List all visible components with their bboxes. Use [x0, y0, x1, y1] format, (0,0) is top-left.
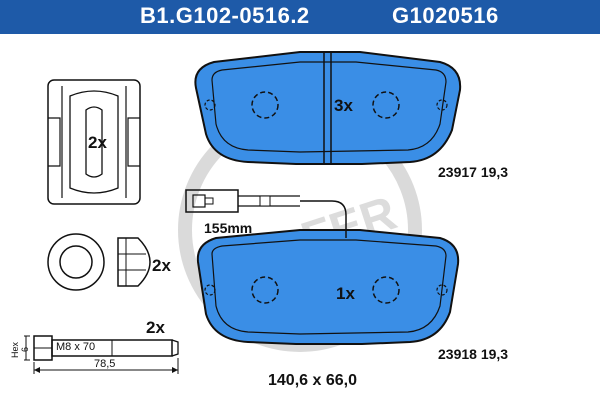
lower-pad-quantity: 1x — [336, 284, 355, 303]
guide-bolt — [24, 335, 179, 374]
upper-pad-spec: 23917 19,3 — [438, 164, 509, 180]
anti-rattle-clip — [47, 79, 141, 205]
pad-dimensions: 140,6 x 66,0 — [268, 372, 357, 389]
bolt-quantity: 2x — [146, 318, 165, 337]
header-bar — [0, 0, 600, 34]
reference-number: G1020516 — [392, 3, 499, 28]
part-number: B1.G102-0516.2 — [140, 3, 310, 28]
clip-quantity: 2x — [88, 133, 107, 152]
bushing-quantity: 2x — [152, 256, 171, 275]
wear-sensor — [185, 189, 347, 238]
upper-pad-quantity: 3x — [334, 96, 353, 115]
lower-pad-spec: 23918 19,3 — [438, 346, 509, 362]
bushing — [47, 233, 151, 291]
hex-size: 6 — [20, 346, 30, 352]
lower-brake-pad — [196, 229, 460, 345]
bolt-thread: M8 x 70 — [56, 341, 96, 353]
sensor-cable-length: 155mm — [204, 220, 253, 236]
hex-label: Hex — [10, 341, 20, 358]
upper-brake-pad — [194, 51, 462, 165]
bolt-length: 78,5 — [94, 358, 116, 370]
